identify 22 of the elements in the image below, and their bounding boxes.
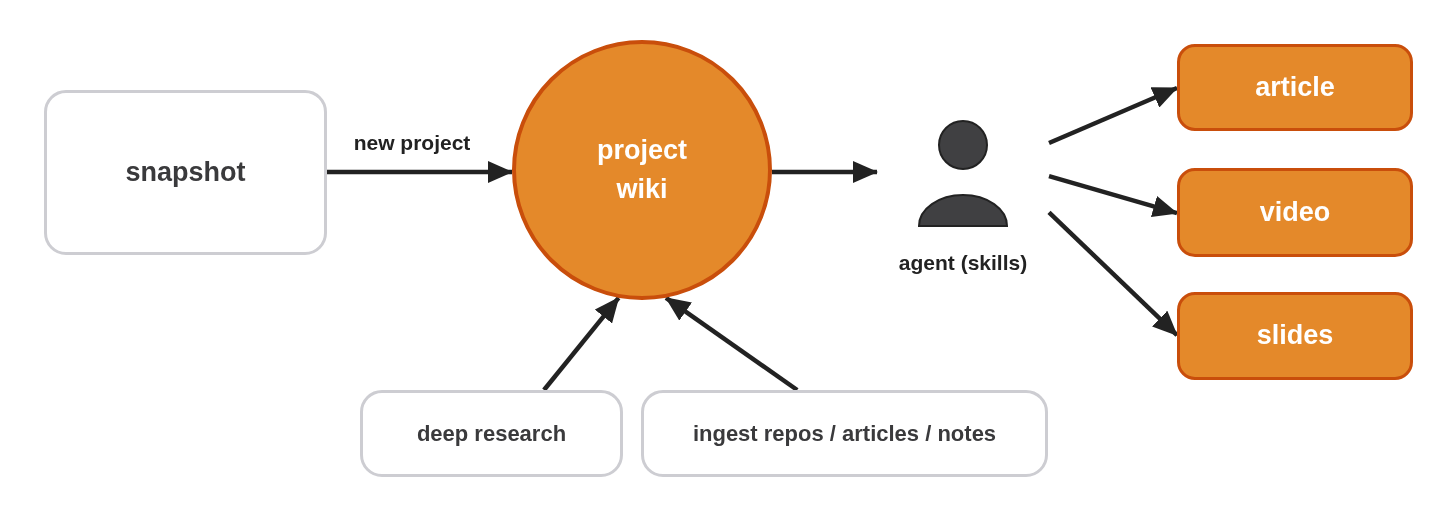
node-label: deep research xyxy=(416,419,567,448)
arrow xyxy=(664,295,799,392)
node-label: video xyxy=(1259,195,1331,229)
output-box xyxy=(1177,292,1413,380)
process-box xyxy=(360,390,623,477)
node-label: snapshot xyxy=(125,155,246,189)
arrow xyxy=(1048,85,1178,146)
arrow xyxy=(1048,174,1178,218)
node-label: slides xyxy=(1256,319,1334,353)
arrow xyxy=(772,161,878,183)
node-label: project wiki xyxy=(596,133,688,206)
process-box xyxy=(641,390,1048,477)
output-box xyxy=(1177,44,1413,131)
output-box xyxy=(1177,168,1413,257)
node-label: article xyxy=(1255,70,1335,104)
arrow xyxy=(1047,210,1179,337)
node-label: ingest repos / articles / notes xyxy=(692,419,997,448)
arrow xyxy=(542,296,621,392)
arrow xyxy=(327,161,513,183)
node-label: agent (skills) xyxy=(897,250,1029,276)
process-box xyxy=(44,90,327,255)
hub-circle xyxy=(512,40,772,300)
